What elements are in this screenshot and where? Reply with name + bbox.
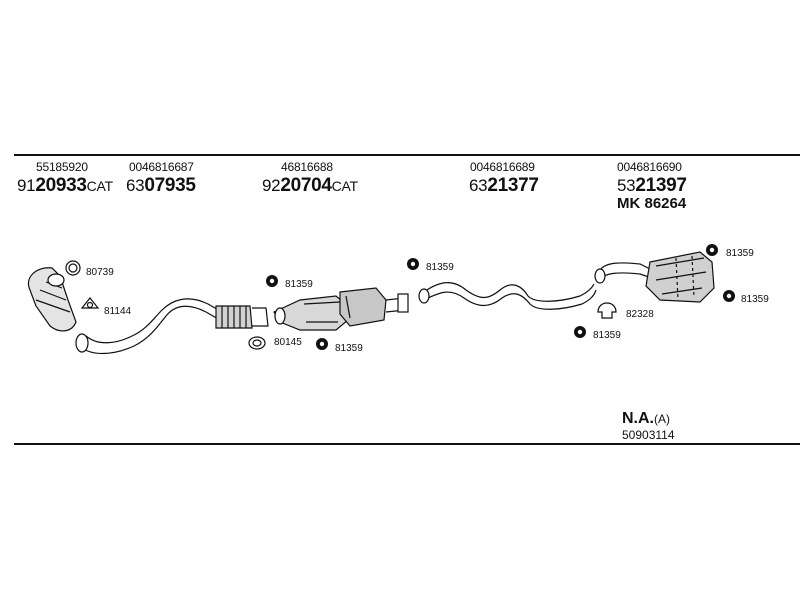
front-silencer-part — [339, 287, 409, 327]
callout-80739: 80739 — [86, 267, 114, 278]
front-pipe-part — [75, 298, 269, 355]
callout-81144: 81144 — [104, 306, 132, 317]
part-code-1: 9120933CAT — [17, 175, 113, 196]
na-label: N.A.(A) — [622, 410, 670, 427]
part-number-2: 0046816687 — [129, 160, 194, 174]
intermediate-pipe-part — [418, 282, 597, 310]
callout-81359-a: 81359 — [285, 279, 313, 290]
nut-icon — [407, 258, 419, 270]
callout-80145: 80145 — [274, 337, 302, 348]
callout-81359-e: 81359 — [593, 330, 621, 341]
part-code-4: 6321377 — [469, 175, 539, 196]
nut-icon — [574, 326, 586, 338]
na-part-number: 50903114 — [622, 428, 675, 442]
callout-81359-b: 81359 — [335, 343, 363, 354]
callout-82328: 82328 — [626, 309, 654, 320]
middle-catalyst-part — [273, 295, 349, 331]
part-code-2: 6307935 — [126, 175, 196, 196]
clamp-icon — [597, 302, 617, 319]
mount-kit-label: MK 86264 — [617, 195, 687, 212]
top-rule — [14, 154, 800, 156]
callout-81359-d: 81359 — [726, 248, 754, 259]
callout-81359-f: 81359 — [741, 294, 769, 305]
nut-icon — [266, 275, 278, 287]
bottom-rule — [14, 443, 800, 445]
callout-81359-c: 81359 — [426, 262, 454, 273]
part-number-4: 0046816689 — [470, 160, 535, 174]
nut-icon — [706, 244, 718, 256]
part-number-1: 55185920 — [36, 160, 88, 174]
part-number-3: 46816688 — [281, 160, 333, 174]
rear-silencer-part — [594, 251, 715, 303]
part-code-5: 5321397 — [617, 175, 687, 196]
part-code-3: 9220704CAT — [262, 175, 358, 196]
nut-icon — [316, 338, 328, 350]
part-number-5: 0046816690 — [617, 160, 682, 174]
nut-icon — [723, 290, 735, 302]
manifold-catalyst-part — [27, 267, 77, 332]
